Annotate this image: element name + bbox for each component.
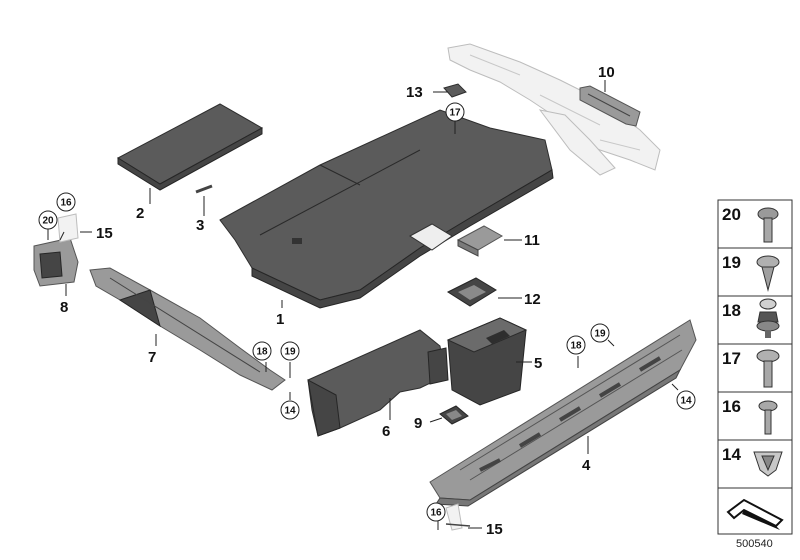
part-8-bracket xyxy=(33,213,79,287)
diagram-reference-number: 500540 xyxy=(736,538,773,550)
rear-frame-part xyxy=(447,43,661,176)
circled-label-17: 17 xyxy=(445,102,465,122)
part-2-board xyxy=(116,103,264,191)
part-11-cover xyxy=(456,225,504,257)
circled-label-19-left: 19 xyxy=(280,341,300,361)
label-11: 11 xyxy=(524,232,540,249)
circled-label-18-left: 18 xyxy=(252,341,272,361)
label-4: 4 xyxy=(582,457,591,474)
clip-18-icon xyxy=(756,298,780,338)
part-10-bracket xyxy=(579,85,641,127)
svg-text:16: 16 xyxy=(430,508,442,519)
circled-label-14-left: 14 xyxy=(280,400,300,420)
circled-label-16-bottom: 16 xyxy=(426,502,446,522)
clip-nut-14-icon xyxy=(753,451,783,477)
svg-text:14: 14 xyxy=(284,406,296,417)
label-12: 12 xyxy=(524,291,541,308)
circled-label-16-top: 16 xyxy=(56,192,76,212)
legend-item-17: 17 xyxy=(722,349,741,368)
svg-text:16: 16 xyxy=(60,198,72,209)
part-3-pin xyxy=(195,184,213,194)
screw-19-icon xyxy=(756,255,780,292)
part-1-floor-panel xyxy=(219,109,554,309)
label-3: 3 xyxy=(196,217,204,234)
label-10: 10 xyxy=(598,64,615,81)
label-7: 7 xyxy=(148,349,156,366)
part-6-side-trim xyxy=(307,329,449,437)
leader-lines xyxy=(47,80,679,530)
svg-text:18: 18 xyxy=(256,347,268,358)
label-13: 13 xyxy=(406,84,423,101)
label-15-bottom: 15 xyxy=(486,521,503,538)
label-8: 8 xyxy=(60,299,68,316)
legend-item-18: 18 xyxy=(722,301,741,320)
circled-label-14-right: 14 xyxy=(676,390,696,410)
legend-item-19: 19 xyxy=(722,253,741,272)
circled-label-18-right: 18 xyxy=(566,335,586,355)
svg-text:17: 17 xyxy=(449,108,461,119)
svg-text:19: 19 xyxy=(594,329,606,340)
arrow-direction-icon xyxy=(726,498,784,530)
part-7-rail xyxy=(89,267,286,391)
screw-17-icon xyxy=(756,349,780,388)
svg-text:20: 20 xyxy=(42,216,54,227)
label-1: 1 xyxy=(276,311,284,328)
part-13-cap xyxy=(443,83,467,98)
svg-text:14: 14 xyxy=(680,396,692,407)
legend-item-14: 14 xyxy=(722,445,741,464)
part-12-clip xyxy=(446,277,497,307)
circled-label-20: 20 xyxy=(38,210,58,230)
label-5: 5 xyxy=(534,355,542,372)
svg-text:19: 19 xyxy=(284,347,296,358)
label-6: 6 xyxy=(382,423,390,440)
part-15-bracket-bottom xyxy=(445,503,471,531)
svg-text:18: 18 xyxy=(570,341,582,352)
screw-20-icon xyxy=(757,207,779,243)
label-2: 2 xyxy=(136,205,144,222)
legend-item-16: 16 xyxy=(722,397,741,416)
fastener-legend: 20 19 18 17 16 14 xyxy=(717,199,793,535)
screw-16-icon xyxy=(758,400,778,435)
label-9: 9 xyxy=(414,415,422,432)
part-9-clip xyxy=(439,405,469,425)
circled-label-19-right: 19 xyxy=(590,323,610,343)
legend-item-20: 20 xyxy=(722,205,741,224)
part-5-storage-box xyxy=(446,317,528,406)
label-15-top: 15 xyxy=(96,225,113,242)
